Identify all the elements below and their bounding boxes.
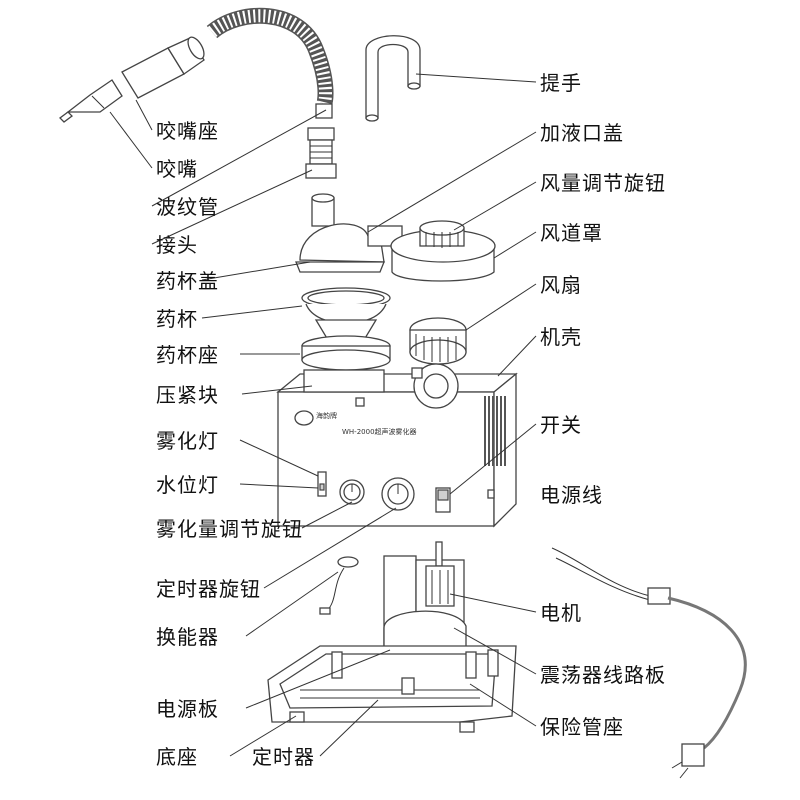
handle-part: [365, 35, 421, 122]
label-oscillator-board: 震荡器线路板: [540, 663, 666, 687]
label-mouthpiece: 咬嘴: [156, 157, 198, 181]
cup-lid-part: [295, 193, 403, 273]
corrugated-tube-part: [206, 7, 334, 119]
label-mist-light: 雾化灯: [156, 429, 219, 453]
connector-part: [305, 127, 337, 179]
leader-lines-right: [367, 73, 537, 727]
base-part: [267, 645, 517, 733]
power-cord-part: [551, 547, 747, 779]
air-duct-cover-part: [390, 220, 496, 282]
label-transducer: 换能器: [156, 625, 219, 649]
label-mist-volume-knob: 雾化量调节旋钮: [156, 517, 303, 541]
label-clamp-block: 压紧块: [156, 383, 219, 407]
cup-seat-part: [301, 335, 391, 371]
label-fill-cap: 加液口盖: [540, 121, 624, 145]
label-motor: 电机: [540, 601, 582, 625]
mouthpiece-part: [59, 79, 123, 123]
label-housing: 机壳: [540, 325, 582, 349]
transducer-part: [319, 556, 359, 615]
label-mouthpiece-seat: 咬嘴座: [156, 119, 219, 143]
label-switch: 开关: [540, 413, 582, 437]
label-handle: 提手: [540, 71, 582, 95]
label-power-cord: 电源线: [540, 483, 603, 507]
mouthpiece-seat-part: [121, 36, 205, 99]
medicine-cup-part: [301, 287, 391, 341]
label-fuse-holder: 保险管座: [540, 715, 624, 739]
label-timer: 定时器: [252, 745, 315, 769]
label-air-volume-knob: 风量调节旋钮: [540, 171, 666, 195]
label-air-duct-cover: 风道罩: [540, 221, 603, 245]
leader-lines-left: [109, 99, 397, 757]
model-text: WH-2000超声波雾化器: [342, 427, 417, 436]
fan-part: [409, 317, 467, 365]
svg-text:海韵牌: 海韵牌: [316, 411, 337, 420]
housing-part: 海韵牌 WH-2000超声波雾化器: [276, 363, 518, 528]
label-connector: 接头: [156, 233, 198, 257]
label-timer-knob: 定时器旋钮: [156, 577, 261, 601]
label-power-board: 电源板: [156, 697, 219, 721]
label-corrugated-tube: 波纹管: [156, 195, 219, 219]
label-medicine-cup: 药杯: [156, 307, 198, 331]
label-water-level-light: 水位灯: [156, 473, 219, 497]
label-cup-seat: 药杯座: [156, 343, 219, 367]
label-cup-lid: 药杯盖: [156, 269, 219, 293]
label-base: 底座: [156, 745, 198, 769]
label-fan: 风扇: [540, 273, 582, 297]
